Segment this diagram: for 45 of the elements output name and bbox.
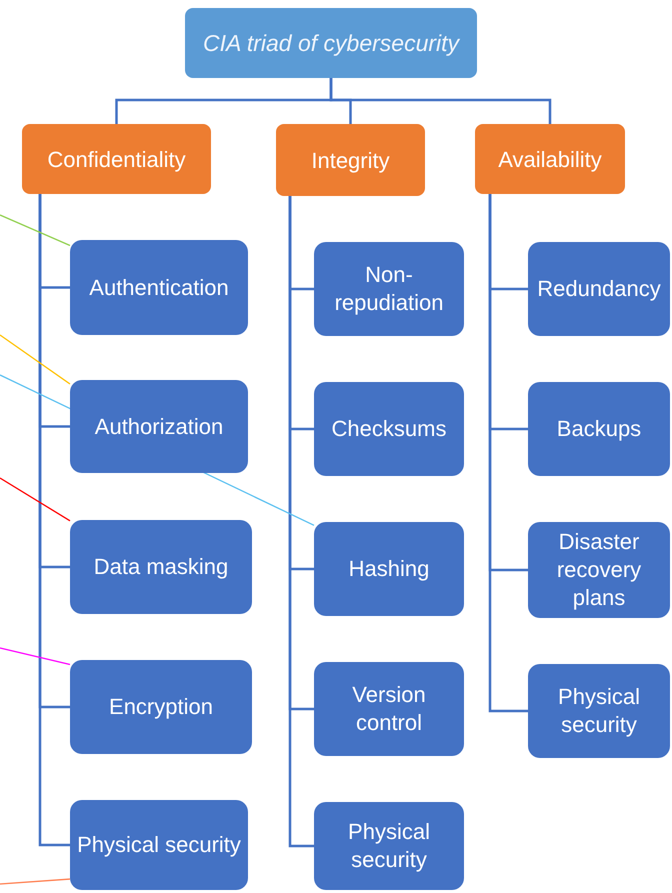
node-label: Physical security [347,818,431,874]
category-box [22,124,211,194]
leader-line [0,878,70,885]
item-box [528,522,670,618]
connector-line [330,78,552,124]
leader-line [0,647,70,666]
leader-line [0,477,70,522]
node-label: Authentication [89,274,229,302]
item-box [314,802,464,890]
node-label: Hashing [348,555,430,583]
node-label: Disaster recovery plans [556,528,642,612]
item-box [314,242,464,336]
item-box [314,522,464,616]
item-box [70,520,252,614]
item-box [70,800,248,890]
connector-line [488,194,528,712]
connector-line [38,194,70,846]
node-label: Checksums [332,415,446,443]
node-label: Redundancy [537,275,661,303]
category-box [475,124,625,194]
item-box [528,664,670,758]
node-label: Encryption [109,693,213,721]
item-box [314,382,464,476]
category-box [276,124,425,196]
node-label: Data masking [94,553,228,581]
node-label: CIA triad of cybersecurity [202,28,460,58]
item-box [70,660,252,754]
node-label: Integrity [311,146,390,175]
node-label: Authorization [94,412,224,440]
leader-line [0,214,70,246]
node-label: Availability [498,146,602,174]
node-label: Backups [556,415,642,443]
node-label: Physical security [557,683,641,739]
item-box [528,242,670,336]
node-label: Physical security [77,831,241,859]
connector-line [288,196,314,848]
item-box [314,662,464,756]
leader-line [0,334,70,385]
title-box [185,8,477,78]
item-box [70,380,248,473]
node-label: Confidentiality [47,146,186,174]
node-label: Non-repudiation [334,261,444,317]
node-label: Version control [351,681,427,737]
item-box [528,382,670,476]
item-box [70,240,248,335]
